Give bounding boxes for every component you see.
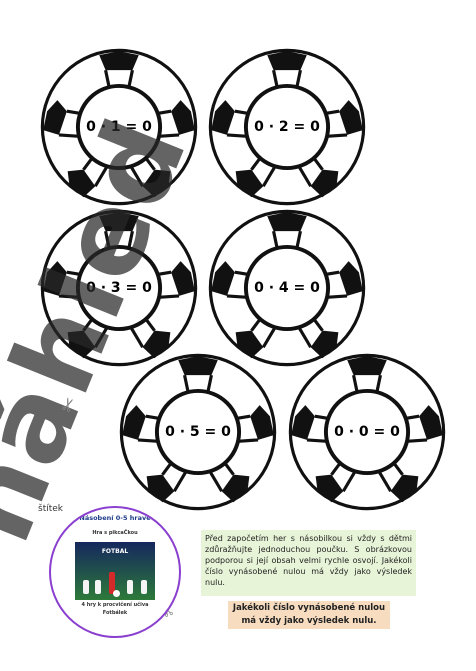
soccer-ball-card: 0 · 0 = 0 (288, 353, 446, 511)
ball-icon (113, 590, 120, 597)
soccer-ball-card: 0 · 4 = 0 (208, 209, 366, 367)
soccer-ball-card: 0 · 2 = 0 (208, 48, 366, 206)
soccer-ball-icon (119, 353, 277, 511)
sticker-image-label: FOTBAL (101, 548, 129, 555)
soccer-ball-icon (208, 48, 366, 206)
player-icon (83, 580, 89, 594)
player-icon (95, 580, 101, 594)
teacher-note: Před započetím her s násobilkou si vždy … (201, 530, 416, 596)
soccer-ball-icon (288, 353, 446, 511)
player-icon (109, 572, 115, 594)
sticker-title: Násobení 0-5 hravě (79, 514, 151, 522)
sticker-footer-name: Fotbálek (102, 610, 128, 616)
soccer-ball-icon (208, 209, 366, 367)
sticker-football-image: FOTBAL (75, 542, 155, 600)
rule-highlight: Jakékoli číslo vynásobené nulou má vždy … (228, 601, 390, 629)
player-icon (127, 580, 133, 594)
sticker-footer: 4 hry k procvičení učiva (81, 602, 149, 608)
soccer-ball-card: 0 · 5 = 0 (119, 353, 277, 511)
player-icon (141, 580, 147, 594)
sticker-subtitle: Hra s pikcaČkou (92, 530, 138, 536)
label-sticker: Násobení 0-5 hravě Hra s pikcaČkou FOTBA… (49, 506, 181, 638)
label-heading: štítek (38, 504, 63, 514)
